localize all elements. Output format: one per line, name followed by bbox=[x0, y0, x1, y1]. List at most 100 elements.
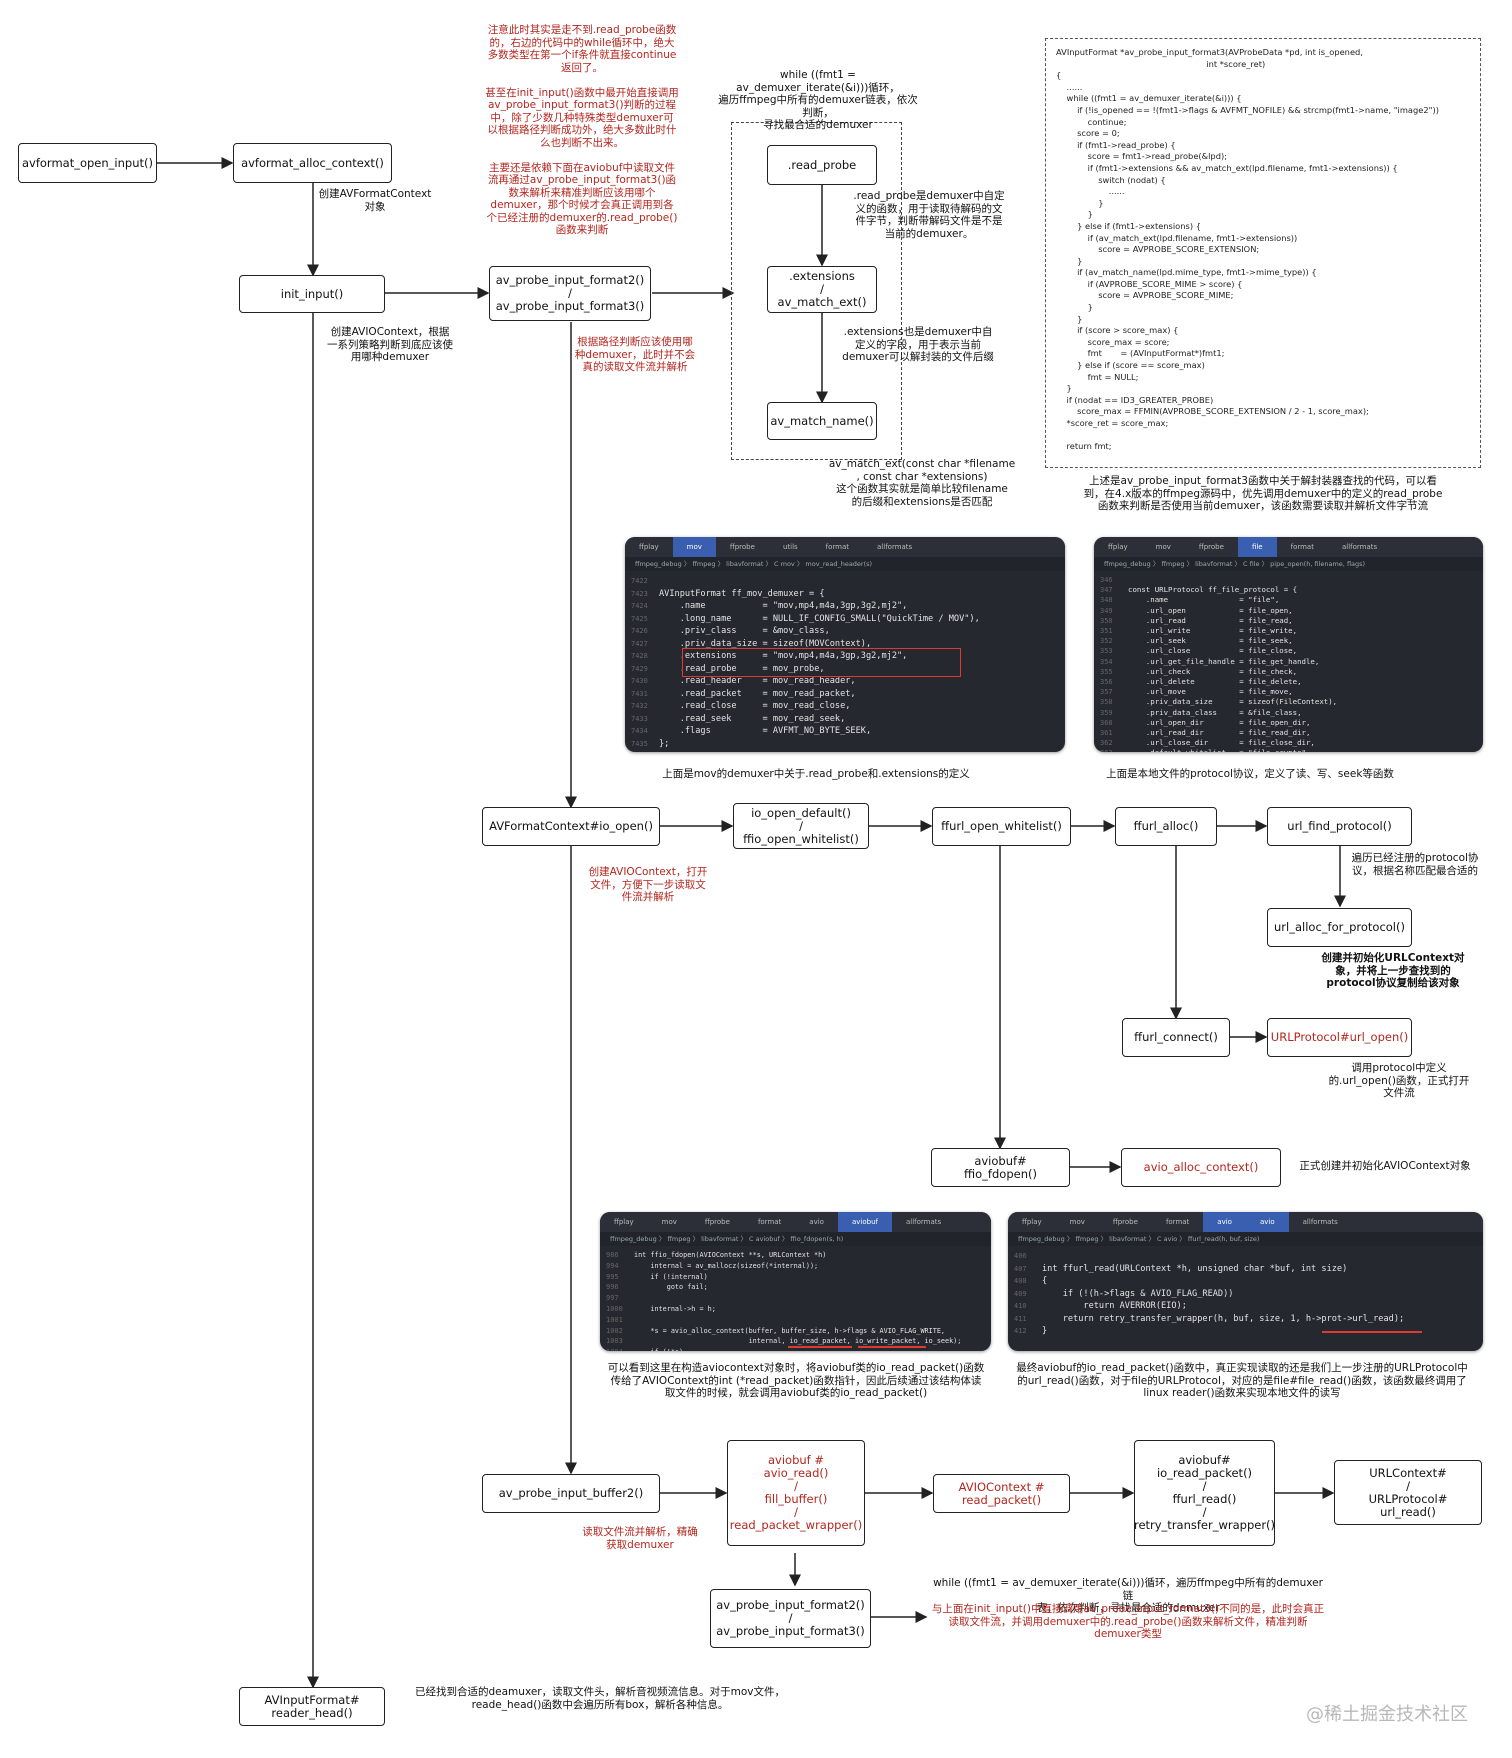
note-line: protocol协议复制给该对象 bbox=[1326, 977, 1460, 989]
editor-tab[interactable]: file bbox=[1237, 537, 1277, 557]
editor-tab[interactable]: ffplay bbox=[614, 1218, 634, 1226]
note-line: 最终aviobuf的io_read_packet()函数中，真正实现读取的还是我… bbox=[1016, 1362, 1468, 1374]
node-label-line: avio_read() bbox=[763, 1466, 829, 1480]
line-number: 407 bbox=[1014, 1264, 1027, 1273]
editor-tab[interactable]: avio bbox=[809, 1218, 824, 1226]
code-line: 349 .url_open = file_open, bbox=[1100, 606, 1483, 616]
editor-tab[interactable]: avio bbox=[1203, 1212, 1246, 1232]
editor-tab[interactable]: ffprobe bbox=[704, 1218, 730, 1226]
code-line: 7422 bbox=[631, 575, 1065, 588]
note-line: 函数来判断 bbox=[555, 224, 609, 236]
line-text: .priv_data_size = sizeof(FileContext), bbox=[1128, 697, 1338, 707]
note-line: 返回了。 bbox=[561, 61, 603, 74]
line-number: 360 bbox=[1100, 718, 1113, 727]
editor-tab[interactable]: mov bbox=[672, 537, 716, 557]
editor-tab[interactable]: aviobuf bbox=[837, 1212, 892, 1232]
note-line: demuxer类型 bbox=[1094, 1628, 1162, 1640]
code-line: 409 if (!(h->flags & AVIO_FLAG_READ)) bbox=[1014, 1288, 1483, 1301]
note-line: 根据路径判断应该使用哪 bbox=[577, 336, 693, 348]
editor-tab[interactable]: allformats bbox=[905, 1218, 942, 1226]
editor-breadcrumb: ffmpeg_debug 〉 ffmpeg 〉 libavformat 〉 C … bbox=[625, 557, 1065, 571]
editor-tab[interactable]: avio bbox=[1245, 1212, 1289, 1232]
editor-tab[interactable]: utils bbox=[782, 543, 798, 551]
note-line: 寻找最合适的demuxer bbox=[763, 119, 873, 131]
note-line: , const char *extensions) bbox=[856, 470, 988, 483]
code-line: 350 .url_read = file_read, bbox=[1100, 616, 1483, 626]
node-label-line: init_input() bbox=[280, 286, 344, 301]
line-text: .extensions = "mov,mp4,m4a,3gp,3g2,mj2", bbox=[659, 651, 908, 661]
line-number: 7423 bbox=[631, 589, 648, 598]
line-number: 7433 bbox=[631, 714, 648, 723]
line-number: 7431 bbox=[631, 689, 648, 698]
node-label-line: av_probe_input_buffer2() bbox=[498, 1486, 644, 1500]
editor-tab[interactable]: allformats bbox=[1302, 1218, 1338, 1226]
editor-tab[interactable]: ffplay bbox=[639, 543, 659, 551]
editor-tab[interactable]: mov bbox=[1155, 543, 1171, 551]
note-url-open: 调用protocol中定义的.url_open()函数，正式打开文件流 bbox=[1324, 1062, 1474, 1100]
line-text: .default_whitelist = "file,crypto" bbox=[1128, 748, 1306, 752]
ffurl-read-underline bbox=[1322, 1331, 1422, 1333]
line-number: 7429 bbox=[631, 664, 648, 673]
line-text: internal = av_mallocz(sizeof(*internal))… bbox=[634, 1261, 819, 1270]
editor-tab[interactable]: format bbox=[1165, 1218, 1190, 1226]
line-number: 997 bbox=[606, 1294, 619, 1303]
line-number: 1003 bbox=[606, 1337, 623, 1346]
code-line: 1004 if (!*s) bbox=[606, 1347, 991, 1351]
line-number: 356 bbox=[1100, 678, 1113, 687]
note-line: 读取文件流，并调用demuxer中的.read_probe()函数来解析文件，精… bbox=[948, 1615, 1308, 1628]
editor-tab[interactable]: ffprobe bbox=[1112, 1218, 1138, 1226]
node-label-line: avformat_open_input() bbox=[22, 155, 153, 170]
code-line: 358 .priv_data_size = sizeof(FileContext… bbox=[1100, 697, 1483, 707]
editor-tab[interactable]: ffprobe bbox=[729, 543, 755, 551]
line-text: .url_move = file_move, bbox=[1128, 687, 1293, 697]
note-top-red: 注意此时其实是走不到.read_probe函数的，右边的代码中的while循环中… bbox=[472, 24, 692, 237]
code-line: 994 internal = av_mallocz(sizeof(*intern… bbox=[606, 1261, 991, 1272]
editor-tab[interactable]: mov bbox=[1069, 1218, 1085, 1226]
editor-tab[interactable]: mov bbox=[661, 1218, 677, 1226]
code-line: 357 .url_move = file_move, bbox=[1100, 687, 1483, 697]
editor-tab[interactable]: ffplay bbox=[1108, 543, 1128, 551]
note-line: while ((fmt1 = av_demuxer_iterate(&i)))循… bbox=[736, 69, 900, 94]
node-label-line: / bbox=[1202, 1479, 1207, 1493]
avformat-alloc-context-node: avformat_alloc_context() bbox=[233, 143, 392, 183]
note-line: 个已经注册的demuxer的.read_probe() bbox=[486, 211, 678, 224]
note-line: 当前的demuxer。 bbox=[884, 227, 974, 240]
ffurl-open-whitelist-node: ffurl_open_whitelist() bbox=[932, 807, 1071, 846]
note-line: 与上面在init_input()中直接调用av_probe_input_form… bbox=[931, 1603, 1325, 1615]
line-text: .url_get_file_handle = file_get_handle, bbox=[1128, 656, 1320, 666]
note-line: 数来解析来精准判断应该用哪个 bbox=[508, 186, 656, 199]
note-line: 获取demuxer bbox=[606, 1538, 674, 1551]
node-label-line: io_open_default() bbox=[751, 805, 851, 820]
node-label-line: avio_alloc_context() bbox=[1143, 1160, 1259, 1174]
node-label-line: / bbox=[799, 818, 803, 833]
editor-tab[interactable]: ffplay bbox=[1022, 1218, 1042, 1226]
note-line: 件流并解析 bbox=[621, 891, 675, 903]
editor-breadcrumb: ffmpeg_debug 〉 ffmpeg 〉 libavformat 〉 C … bbox=[1094, 557, 1483, 571]
line-text: if (!*s) bbox=[634, 1348, 683, 1351]
node-label-line: av_match_ext() bbox=[777, 295, 867, 309]
note-line: 的后缀和extensions是否匹配 bbox=[851, 495, 993, 508]
editor-tab[interactable]: format bbox=[825, 543, 850, 551]
node-label-line: AVInputFormat# bbox=[264, 1692, 360, 1707]
code-line: 7425 .long_name = NULL_IF_CONFIG_SMALL("… bbox=[631, 613, 1065, 626]
line-number: 995 bbox=[606, 1272, 619, 1281]
node-label-line: ffurl_open_whitelist() bbox=[941, 819, 1062, 833]
editor-tab[interactable]: ffprobe bbox=[1198, 543, 1224, 551]
code-line: 359 .priv_data_class = &file_class, bbox=[1100, 708, 1483, 718]
line-number: 7435 bbox=[631, 739, 648, 748]
ffio-fdopen-screenshot: ffplay mov ffprobe format avio aviobuf allform… bbox=[600, 1212, 991, 1351]
note-line: 注意此时其实是走不到.read_probe函数 bbox=[487, 24, 677, 36]
editor-tab[interactable]: allformats bbox=[877, 543, 913, 551]
editor-tab[interactable]: format bbox=[1290, 543, 1314, 551]
node-label-line: AVIOContext # bbox=[958, 1479, 1045, 1494]
editor-tab[interactable]: format bbox=[757, 1218, 782, 1226]
note-line: 创建AVIOContext，打开 bbox=[588, 866, 708, 878]
note-line: 表，依次判断，寻找最合适的demuxer bbox=[1036, 1602, 1220, 1614]
editor-tab[interactable]: allformats bbox=[1341, 543, 1378, 551]
code-line: 361 .url_read_dir = file_read_dir, bbox=[1100, 728, 1483, 738]
note-line: 上面是mov的demuxer中关于.read_probe和.extensions… bbox=[662, 768, 970, 780]
line-text: .url_open_dir = file_open_dir, bbox=[1128, 717, 1311, 727]
